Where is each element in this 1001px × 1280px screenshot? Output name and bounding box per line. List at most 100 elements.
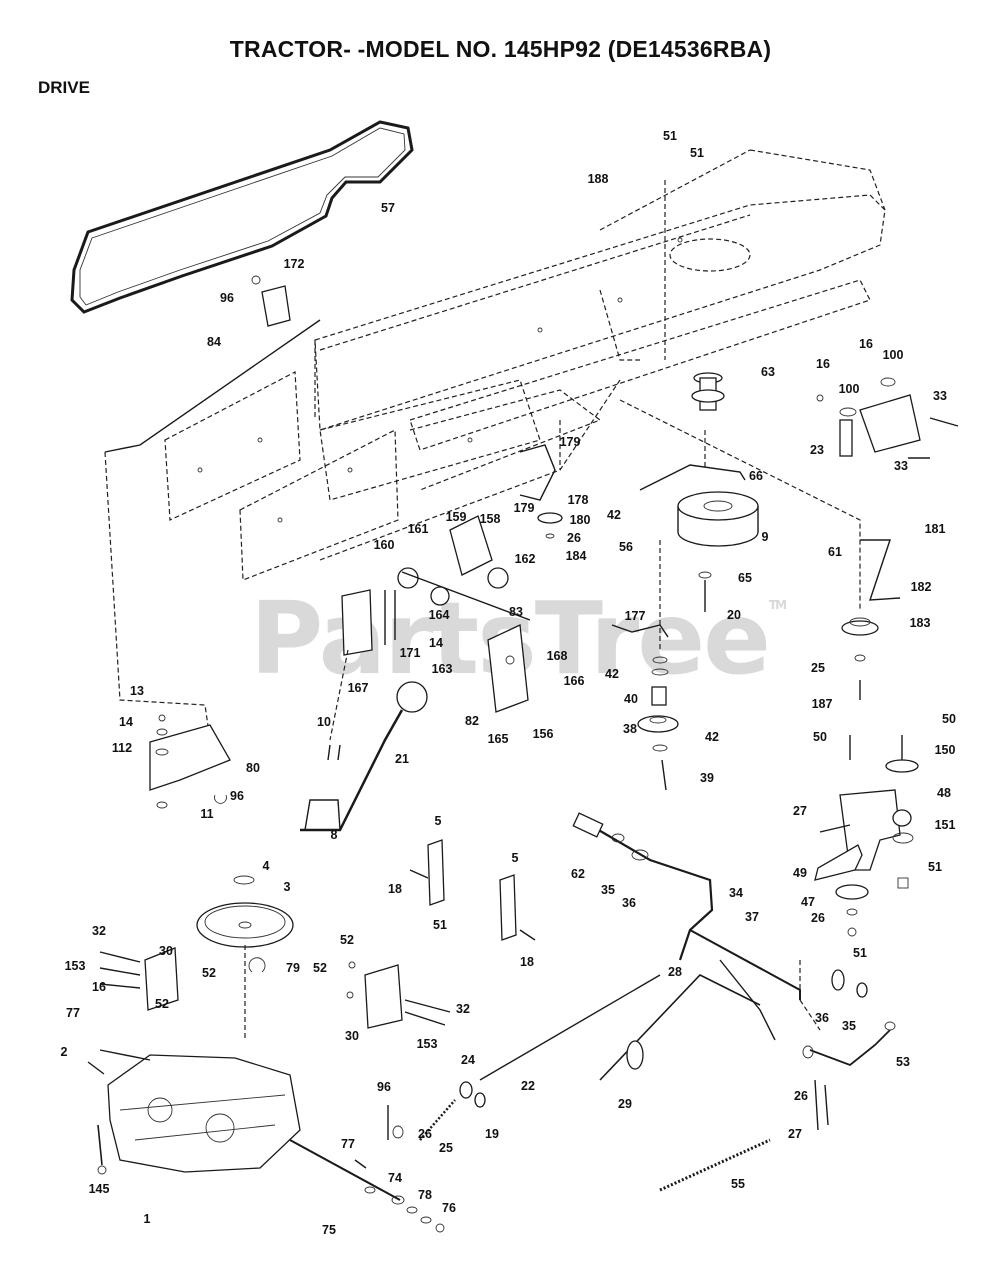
callout-100: 100 [883,348,904,362]
bracket-49 [814,844,863,881]
callout-37: 37 [745,910,759,924]
callout-52: 52 [313,961,327,975]
pedal-shaft-34 [589,824,714,961]
spring-25 [419,1099,456,1141]
callout-5: 5 [435,814,442,828]
callout-19: 19 [485,1127,499,1141]
callout-30: 30 [159,944,173,958]
callout-50: 50 [942,712,956,726]
callout-145: 145 [89,1182,110,1196]
callout-5: 5 [512,851,519,865]
callout-65: 65 [738,571,752,585]
callout-26: 26 [811,911,825,925]
bracket-30-right [364,964,403,1029]
bracket-158 [449,515,493,576]
rod-53 [809,1029,891,1067]
callout-11: 11 [200,807,213,821]
callout-83: 83 [509,605,523,619]
callout-18: 18 [520,955,534,969]
spring-55 [659,1138,771,1192]
callout-51: 51 [928,860,942,874]
callout-182: 182 [911,580,932,594]
callout-36: 36 [815,1011,829,1025]
callout-9: 9 [762,530,769,544]
callout-79: 79 [286,961,300,975]
callout-51: 51 [433,918,447,932]
callout-26: 26 [418,1127,432,1141]
callout-163: 163 [432,662,453,676]
callout-36: 36 [622,896,636,910]
callout-153: 153 [417,1037,438,1051]
section-label: DRIVE [38,78,90,97]
callout-161: 161 [408,522,429,536]
callout-49: 49 [793,866,807,880]
callout-188: 188 [588,172,609,186]
callout-76: 76 [442,1201,456,1215]
callout-77: 77 [66,1006,80,1020]
callout-172: 172 [284,257,305,271]
callout-78: 78 [418,1188,432,1202]
bracket-80 [149,724,231,791]
callout-47: 47 [801,895,815,909]
callout-165: 165 [488,732,509,746]
callout-30: 30 [345,1029,359,1043]
callout-14: 14 [429,636,443,650]
callout-20: 20 [727,608,741,622]
callout-84: 84 [207,335,221,349]
callout-179: 179 [560,435,581,449]
callout-26: 26 [794,1089,808,1103]
rod-84 [104,319,321,453]
callout-52: 52 [202,966,216,980]
callout-42: 42 [605,667,619,681]
bracket-30-left [144,947,179,1011]
callout-18: 18 [388,882,402,896]
transaxle-1 [87,1049,401,1201]
callout-74: 74 [388,1171,402,1185]
callout-2: 2 [61,1045,68,1059]
callout-80: 80 [246,761,260,775]
callout-25: 25 [439,1141,453,1155]
callout-168: 168 [547,649,568,663]
rod-22 [479,974,661,1081]
callout-167: 167 [348,681,369,695]
callout-48: 48 [937,786,951,800]
callout-29: 29 [618,1097,632,1111]
callout-1: 1 [144,1212,151,1226]
callout-53: 53 [896,1055,910,1069]
callout-56: 56 [619,540,633,554]
callout-156: 156 [533,727,554,741]
callout-26: 26 [567,531,581,545]
callout-23: 23 [810,443,824,457]
callout-42: 42 [705,730,719,744]
callout-35: 35 [601,883,615,897]
callout-160: 160 [374,538,395,552]
callout-51: 51 [663,129,677,143]
shift-knob-21 [396,681,428,713]
callout-96: 96 [230,789,244,803]
callout-82: 82 [465,714,479,728]
callout-42: 42 [607,508,621,522]
bracket-23 [859,394,921,453]
callout-52: 52 [340,933,354,947]
callout-151: 151 [935,818,956,832]
callout-32: 32 [92,924,106,938]
callout-62: 62 [571,867,585,881]
callout-16: 16 [92,980,106,994]
callout-33: 33 [894,459,908,473]
callout-180: 180 [570,513,591,527]
callout-178: 178 [568,493,589,507]
callout-40: 40 [624,692,638,706]
callout-181: 181 [925,522,946,536]
callout-75: 75 [322,1223,336,1237]
callout-32: 32 [456,1002,470,1016]
callout-34: 34 [729,886,743,900]
callout-35: 35 [842,1019,856,1033]
callout-164: 164 [429,608,450,622]
callout-158: 158 [480,512,501,526]
callout-13: 13 [130,684,144,698]
callout-22: 22 [521,1079,535,1093]
callout-112: 112 [112,741,132,755]
